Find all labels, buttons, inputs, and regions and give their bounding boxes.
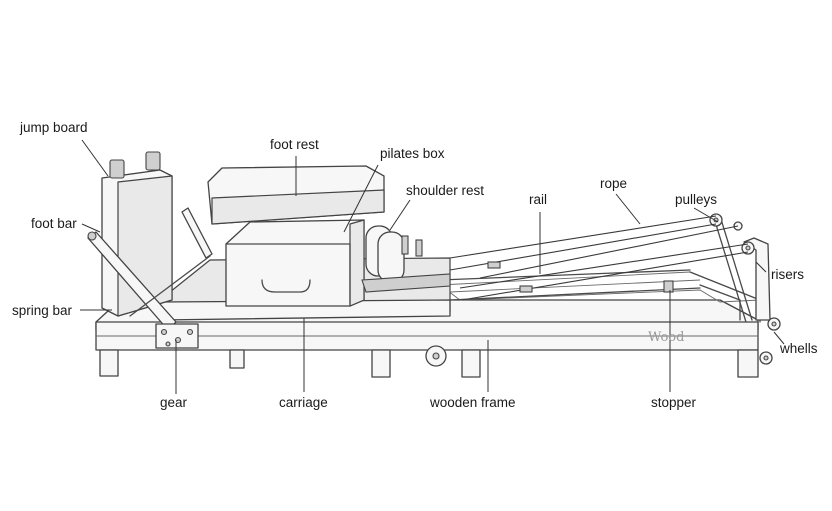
stopper-shape xyxy=(663,280,674,293)
label-foot-rest: foot rest xyxy=(270,137,319,152)
label-rope: rope xyxy=(600,176,628,191)
label-pulleys: pulleys xyxy=(675,192,718,207)
label-spring-bar: spring bar xyxy=(12,303,73,318)
label-carriage: carriage xyxy=(279,395,328,410)
label-gear: gear xyxy=(160,395,188,410)
rail-lines xyxy=(439,269,701,301)
shoulder-rest-shape xyxy=(361,225,451,293)
label-rail: rail xyxy=(529,192,548,207)
label-stopper: stopper xyxy=(651,395,697,410)
label-pilates-box: pilates box xyxy=(380,146,445,161)
label-whells: whells xyxy=(780,341,818,356)
frame-engraving: Wood xyxy=(648,330,685,345)
gear-plate xyxy=(155,323,199,349)
pulleys-shape xyxy=(709,213,755,255)
risers-shape xyxy=(713,215,771,323)
jump-board-shape xyxy=(101,151,173,317)
label-wooden-frame: wooden frame xyxy=(430,395,516,410)
foot-bar-shape xyxy=(87,207,213,331)
label-shoulder-rest: shoulder rest xyxy=(406,183,485,198)
label-jump-board: jump board xyxy=(20,120,88,135)
label-foot-bar: foot bar xyxy=(31,216,77,231)
rope-lines xyxy=(449,215,749,301)
wheels-shape xyxy=(759,317,781,365)
pilates-box-shape xyxy=(225,219,365,307)
leader-lines xyxy=(80,139,785,394)
label-risers: risers xyxy=(771,267,804,282)
